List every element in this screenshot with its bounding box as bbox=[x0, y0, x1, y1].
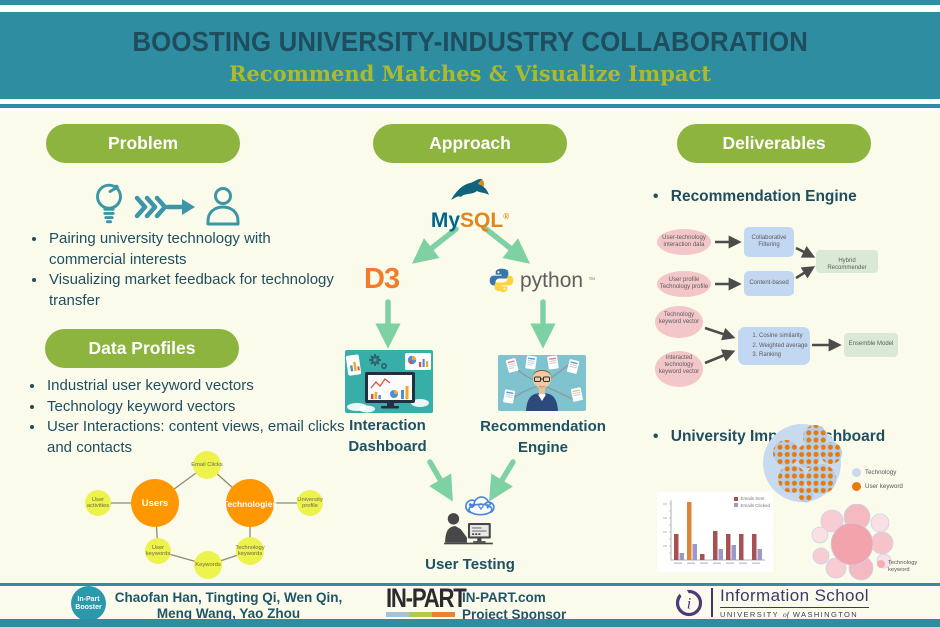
deliverables-pill: Deliverables bbox=[677, 124, 871, 163]
ischool-separator bbox=[711, 588, 713, 617]
data-profiles-pill-label: Data Profiles bbox=[88, 338, 196, 358]
problem-bullet: Visualizing market feedback for technolo… bbox=[47, 270, 347, 311]
svg-text:i: i bbox=[687, 595, 691, 612]
ischool-circle-i-icon: i bbox=[675, 587, 703, 616]
sponsor-role: Project Sponsor bbox=[462, 607, 567, 622]
problem-pill: Problem bbox=[46, 124, 240, 163]
mysql-wordmark: MySQL® bbox=[430, 209, 510, 232]
data-profiles-bullet: User Interactions: content views, email … bbox=[45, 417, 365, 458]
header-band: BOOSTING UNIVERSITY-INDUSTRY COLLABORATI… bbox=[0, 12, 940, 99]
flow-model-content-based: Content-based bbox=[749, 280, 789, 286]
technology-keyword-legend-swatch bbox=[877, 560, 885, 568]
user-testing-icon bbox=[444, 496, 495, 545]
python-icon bbox=[489, 268, 514, 293]
keyword-bubble-chart bbox=[811, 504, 894, 581]
approach-pill: Approach bbox=[373, 124, 567, 163]
impact-legend-technology: Technology bbox=[852, 468, 896, 477]
interaction-dashboard-label: Interaction Dashboard bbox=[348, 417, 427, 455]
problem-bullet: Pairing university technology with comme… bbox=[47, 229, 347, 270]
graph-node-users: Users bbox=[141, 498, 169, 509]
sponsor-text: IN-PART.com Project Sponsor bbox=[462, 589, 566, 623]
lightbulb-icon bbox=[96, 183, 122, 224]
mysql-logo: MySQL® bbox=[412, 176, 528, 231]
transfer-arrow-icon bbox=[134, 195, 195, 219]
page-subtitle: Recommend Matches & Visualize Impact bbox=[228, 60, 711, 86]
recommender-flow-diagram: User-technology interaction data User pr… bbox=[648, 222, 940, 397]
graph-node-user-activities: User activities bbox=[86, 497, 110, 510]
graph-node-technologies: Technologies bbox=[222, 499, 278, 509]
user-testing-label: User Testing bbox=[425, 556, 515, 573]
footer-divider bbox=[0, 583, 940, 586]
in-part-logo: IN-PART bbox=[386, 585, 478, 617]
approach-flow-arrows bbox=[375, 226, 556, 502]
recommendation-engine-label: Recommendation Engine bbox=[480, 418, 606, 456]
approach-pill-label: Approach bbox=[429, 133, 511, 153]
graph-node-user-keywords: User keywords bbox=[145, 545, 171, 558]
ischool-text: Information School UNIVERSITY of WASHING… bbox=[720, 586, 869, 619]
bar-legend-emails-clicked: Emails Clicked bbox=[734, 503, 770, 508]
python-wordmark: python bbox=[520, 268, 584, 292]
bar-chart-legend: Emails Sent Emails Clicked bbox=[734, 496, 770, 508]
flow-input-interaction-data: User-technology interaction data bbox=[662, 235, 706, 248]
flow-output-ensemble-model: Ensemble Model bbox=[848, 341, 894, 347]
in-part-logo-bars bbox=[386, 612, 478, 617]
problem-pill-label: Problem bbox=[107, 133, 179, 153]
mysql-dolphin-icon bbox=[451, 178, 489, 200]
footer-bottom-stripe bbox=[0, 619, 940, 627]
d3-logo: D3 bbox=[364, 263, 400, 295]
network-graph-svg bbox=[85, 451, 323, 579]
page-title: BOOSTING UNIVERSITY-INDUSTRY COLLABORATI… bbox=[132, 25, 808, 57]
flow-ensemble-steps: Cosine similarity Weighted average Ranki… bbox=[747, 332, 819, 361]
graph-node-keywords: Keywords bbox=[195, 562, 221, 568]
in-part-booster-badge: In-Part Booster bbox=[71, 586, 106, 621]
keyword-legend: Technology keyword bbox=[877, 560, 937, 573]
impact-legend-user-keyword: User keyword bbox=[852, 482, 903, 491]
header: BOOSTING UNIVERSITY-INDUSTRY COLLABORATI… bbox=[0, 0, 940, 111]
recommender-flow-svg bbox=[655, 227, 898, 387]
flow-input-interacted-keyword-vector: Interacted technology keyword vector bbox=[658, 355, 700, 375]
python-tm-mark: ™ bbox=[588, 277, 596, 284]
team-names: Chaofan Han, Tingting Qi, Wen Qin, Meng … bbox=[114, 590, 343, 621]
impact-bubble-chart bbox=[763, 424, 842, 503]
interaction-dashboard-image bbox=[345, 350, 433, 413]
graph-node-technology-keywords: Technology keywords bbox=[235, 545, 265, 558]
data-profiles-bullet-list: Industrial user keyword vectors Technolo… bbox=[28, 376, 365, 458]
user-keyword-legend-swatch bbox=[852, 482, 861, 491]
graph-node-email-clicks: Email Clicks bbox=[191, 462, 223, 468]
deliverable-heading-recommendation-engine: Recommendation Engine bbox=[653, 188, 857, 206]
flow-model-collaborative-filtering: Collaborative Filtering bbox=[751, 235, 787, 248]
technology-legend-swatch bbox=[852, 468, 861, 477]
email-bar-chart: Emails Sent Emails Clicked bbox=[657, 492, 773, 572]
problem-bullet-list: Pairing university technology with comme… bbox=[30, 229, 347, 311]
python-logo: python ™ bbox=[488, 267, 595, 294]
deliverables-pill-label: Deliverables bbox=[722, 133, 826, 153]
data-profiles-bullet: Technology keyword vectors bbox=[45, 397, 365, 418]
information-school-logo: i Information School UNIVERSITY of WASHI… bbox=[674, 586, 869, 619]
data-profile-network-graph: Users Technologies Email Clicks User act… bbox=[50, 443, 345, 581]
header-bottom-stripe bbox=[0, 104, 940, 108]
in-part-wordmark: IN-PART bbox=[386, 583, 467, 613]
header-top-stripe bbox=[0, 0, 940, 5]
flow-output-hybrid-recommender: Hybrid Recommender bbox=[827, 258, 867, 271]
person-icon bbox=[206, 187, 240, 226]
data-profiles-pill: Data Profiles bbox=[45, 329, 239, 368]
recommendation-engine-image bbox=[498, 355, 586, 411]
flow-input-profiles: User profile Technology profile bbox=[659, 277, 709, 290]
flow-input-tech-keyword-vector: Technology keyword vector bbox=[658, 312, 700, 325]
email-bar-chart-svg bbox=[663, 500, 765, 564]
graph-node-university-profile: University profile bbox=[297, 497, 323, 510]
ischool-name: Information School bbox=[720, 586, 869, 608]
data-profiles-bullet: Industrial user keyword vectors bbox=[45, 376, 365, 397]
ischool-university-line: UNIVERSITY of WASHINGTON bbox=[720, 610, 859, 619]
sponsor-site: IN-PART.com bbox=[462, 590, 546, 605]
bar-legend-emails-sent: Emails Sent bbox=[734, 496, 770, 501]
